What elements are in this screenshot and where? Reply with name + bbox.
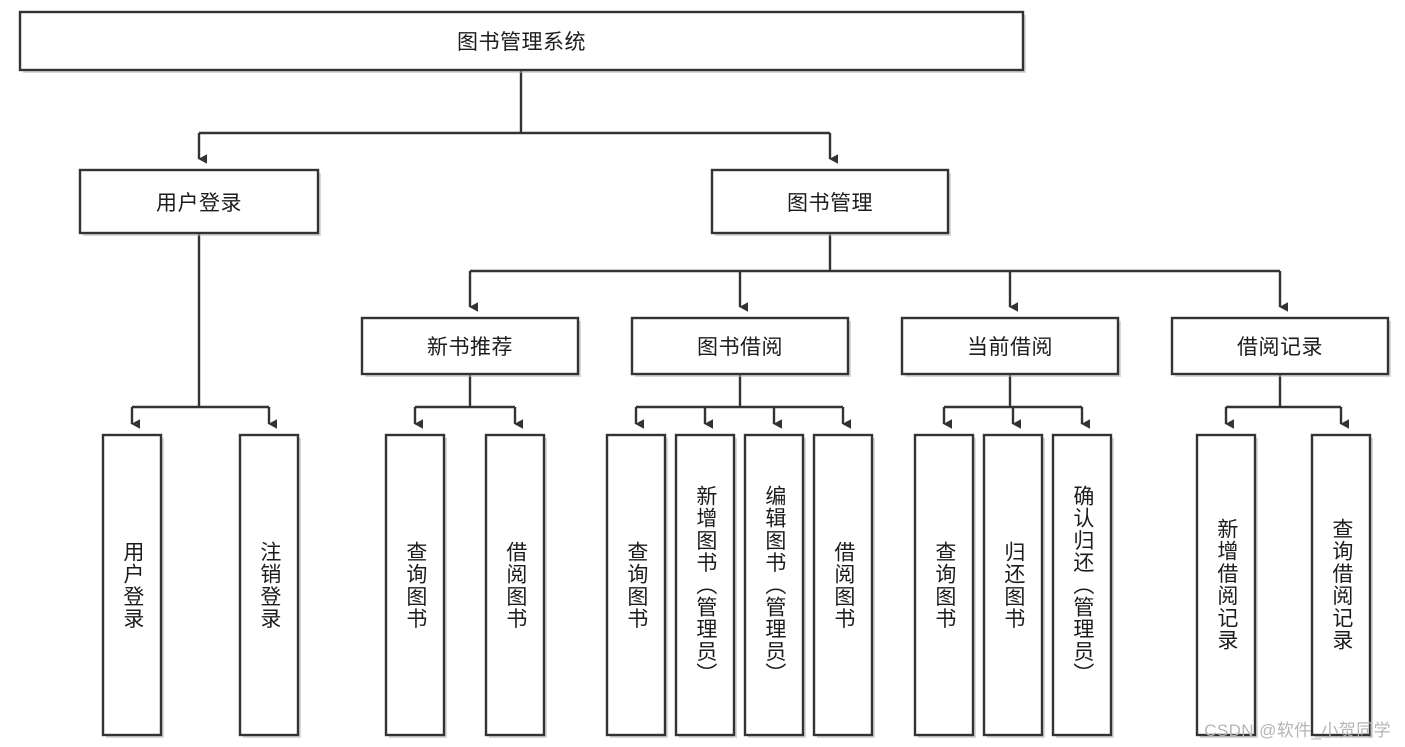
node-leaf-query-book-2[interactable] <box>605 433 668 738</box>
node-current-borrow[interactable] <box>900 316 1121 377</box>
node-new-book-recommend[interactable] <box>360 316 581 377</box>
connector-layer <box>130 70 1350 429</box>
node-leaf-user-login[interactable] <box>101 433 164 738</box>
node-leaf-query-record[interactable] <box>1310 433 1373 738</box>
node-leaf-add-record[interactable] <box>1195 433 1258 738</box>
node-root[interactable] <box>18 10 1026 73</box>
box-layer <box>18 10 1391 738</box>
node-leaf-confirm-return[interactable] <box>1051 433 1114 738</box>
node-user-login[interactable] <box>78 168 321 236</box>
connector-root-to-level2 <box>197 70 839 164</box>
node-leaf-query-book-1[interactable] <box>384 433 447 738</box>
connector-level2-to-level3 <box>468 233 1289 312</box>
connector-record-to-leaves <box>1224 374 1350 429</box>
node-book-borrow[interactable] <box>630 316 851 377</box>
node-leaf-logout-login[interactable] <box>238 433 301 738</box>
connector-userlogin-to-leaves <box>130 233 278 429</box>
node-leaf-edit-book[interactable] <box>743 433 806 738</box>
node-leaf-add-book[interactable] <box>674 433 737 738</box>
node-leaf-query-book-3[interactable] <box>913 433 976 738</box>
node-leaf-borrow-book-2[interactable] <box>812 433 875 738</box>
node-book-manage[interactable] <box>710 168 951 236</box>
node-leaf-borrow-book-1[interactable] <box>484 433 547 738</box>
node-borrow-record[interactable] <box>1170 316 1391 377</box>
node-leaf-return-book[interactable] <box>982 433 1045 738</box>
connector-current-to-leaves <box>942 374 1091 429</box>
connector-recommend-to-leaves <box>413 374 524 429</box>
connector-borrow-to-leaves <box>634 374 852 429</box>
